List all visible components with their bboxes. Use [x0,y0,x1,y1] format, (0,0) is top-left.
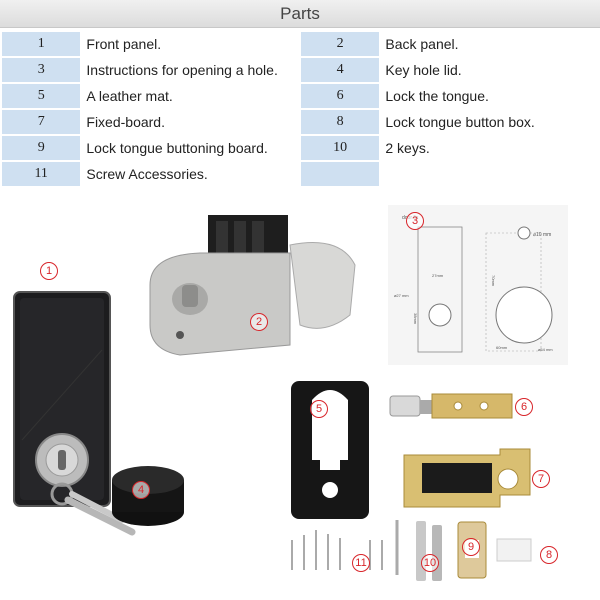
callout-6: 6 [515,398,533,416]
callout-7: 7 [532,470,550,488]
part-number: 11 [2,162,81,186]
table-row: 11 Screw Accessories. [2,162,598,186]
fixed-board-image [403,448,531,508]
parts-title: Parts [0,0,600,28]
part-label: A leather mat. [82,84,299,108]
table-row: 3 Instructions for opening a hole. 4 Key… [2,58,598,82]
empty-cell [381,162,598,186]
part-label: Lock tongue button box. [381,110,598,134]
template-dim: 60mm [496,345,508,350]
part-number: 4 [300,58,380,82]
callout-1: 1 [40,262,58,280]
part-label: Instructions for opening a hole. [82,58,299,82]
callout-11: 11 [352,554,370,572]
template-dim: 38mm [413,313,418,325]
part-number: 1 [2,32,81,56]
callout-9: 9 [462,538,480,556]
button-box-image [496,538,532,562]
callout-5: 5 [310,400,328,418]
parts-photo: door fix ⌀10 mm 27mm ⌀27 mm 70mm 38mm 60… [0,190,600,600]
callout-2: 2 [250,313,268,331]
template-dim: ⌀54 mm [538,347,553,352]
two-keys-image [416,521,442,581]
table-row: 7 Fixed-board. 8 Lock tongue button box. [2,110,598,134]
lock-tongue-image [389,393,513,419]
part-number: 3 [2,58,81,82]
part-number: 5 [2,84,81,108]
callout-8: 8 [540,546,558,564]
hole-template-image: door fix ⌀10 mm 27mm ⌀27 mm 70mm 38mm 60… [388,205,568,365]
template-dim: 27mm [432,273,444,278]
part-number: 2 [300,32,380,56]
callout-10: 10 [421,554,439,572]
part-label: 2 keys. [381,136,598,160]
part-label: Screw Accessories. [82,162,299,186]
template-dim: ⌀27 mm [394,293,409,298]
part-number: 7 [2,110,81,134]
empty-cell [300,162,380,186]
template-dim: ⌀10 mm [533,232,551,238]
callout-4: 4 [132,481,150,499]
screws-image [291,520,399,575]
template-dim: 70mm [491,275,496,287]
callout-3: 3 [406,212,424,230]
part-number: 8 [300,110,380,134]
part-number: 9 [2,136,81,160]
part-label: Lock tongue buttoning board. [82,136,299,160]
table-row: 9 Lock tongue buttoning board. 10 2 keys… [2,136,598,160]
part-label: Lock the tongue. [381,84,598,108]
part-label: Fixed-board. [82,110,299,134]
leather-mat-image [291,381,369,519]
part-number: 6 [300,84,380,108]
part-label: Back panel. [381,32,598,56]
part-label: Front panel. [82,32,299,56]
table-row: 1 Front panel. 2 Back panel. [2,32,598,56]
back-panel-image [149,215,356,356]
part-number: 10 [300,136,380,160]
table-row: 5 A leather mat. 6 Lock the tongue. [2,84,598,108]
part-label: Key hole lid. [381,58,598,82]
parts-table: 1 Front panel. 2 Back panel. 3 Instructi… [0,30,600,188]
front-panel-image [13,291,111,507]
